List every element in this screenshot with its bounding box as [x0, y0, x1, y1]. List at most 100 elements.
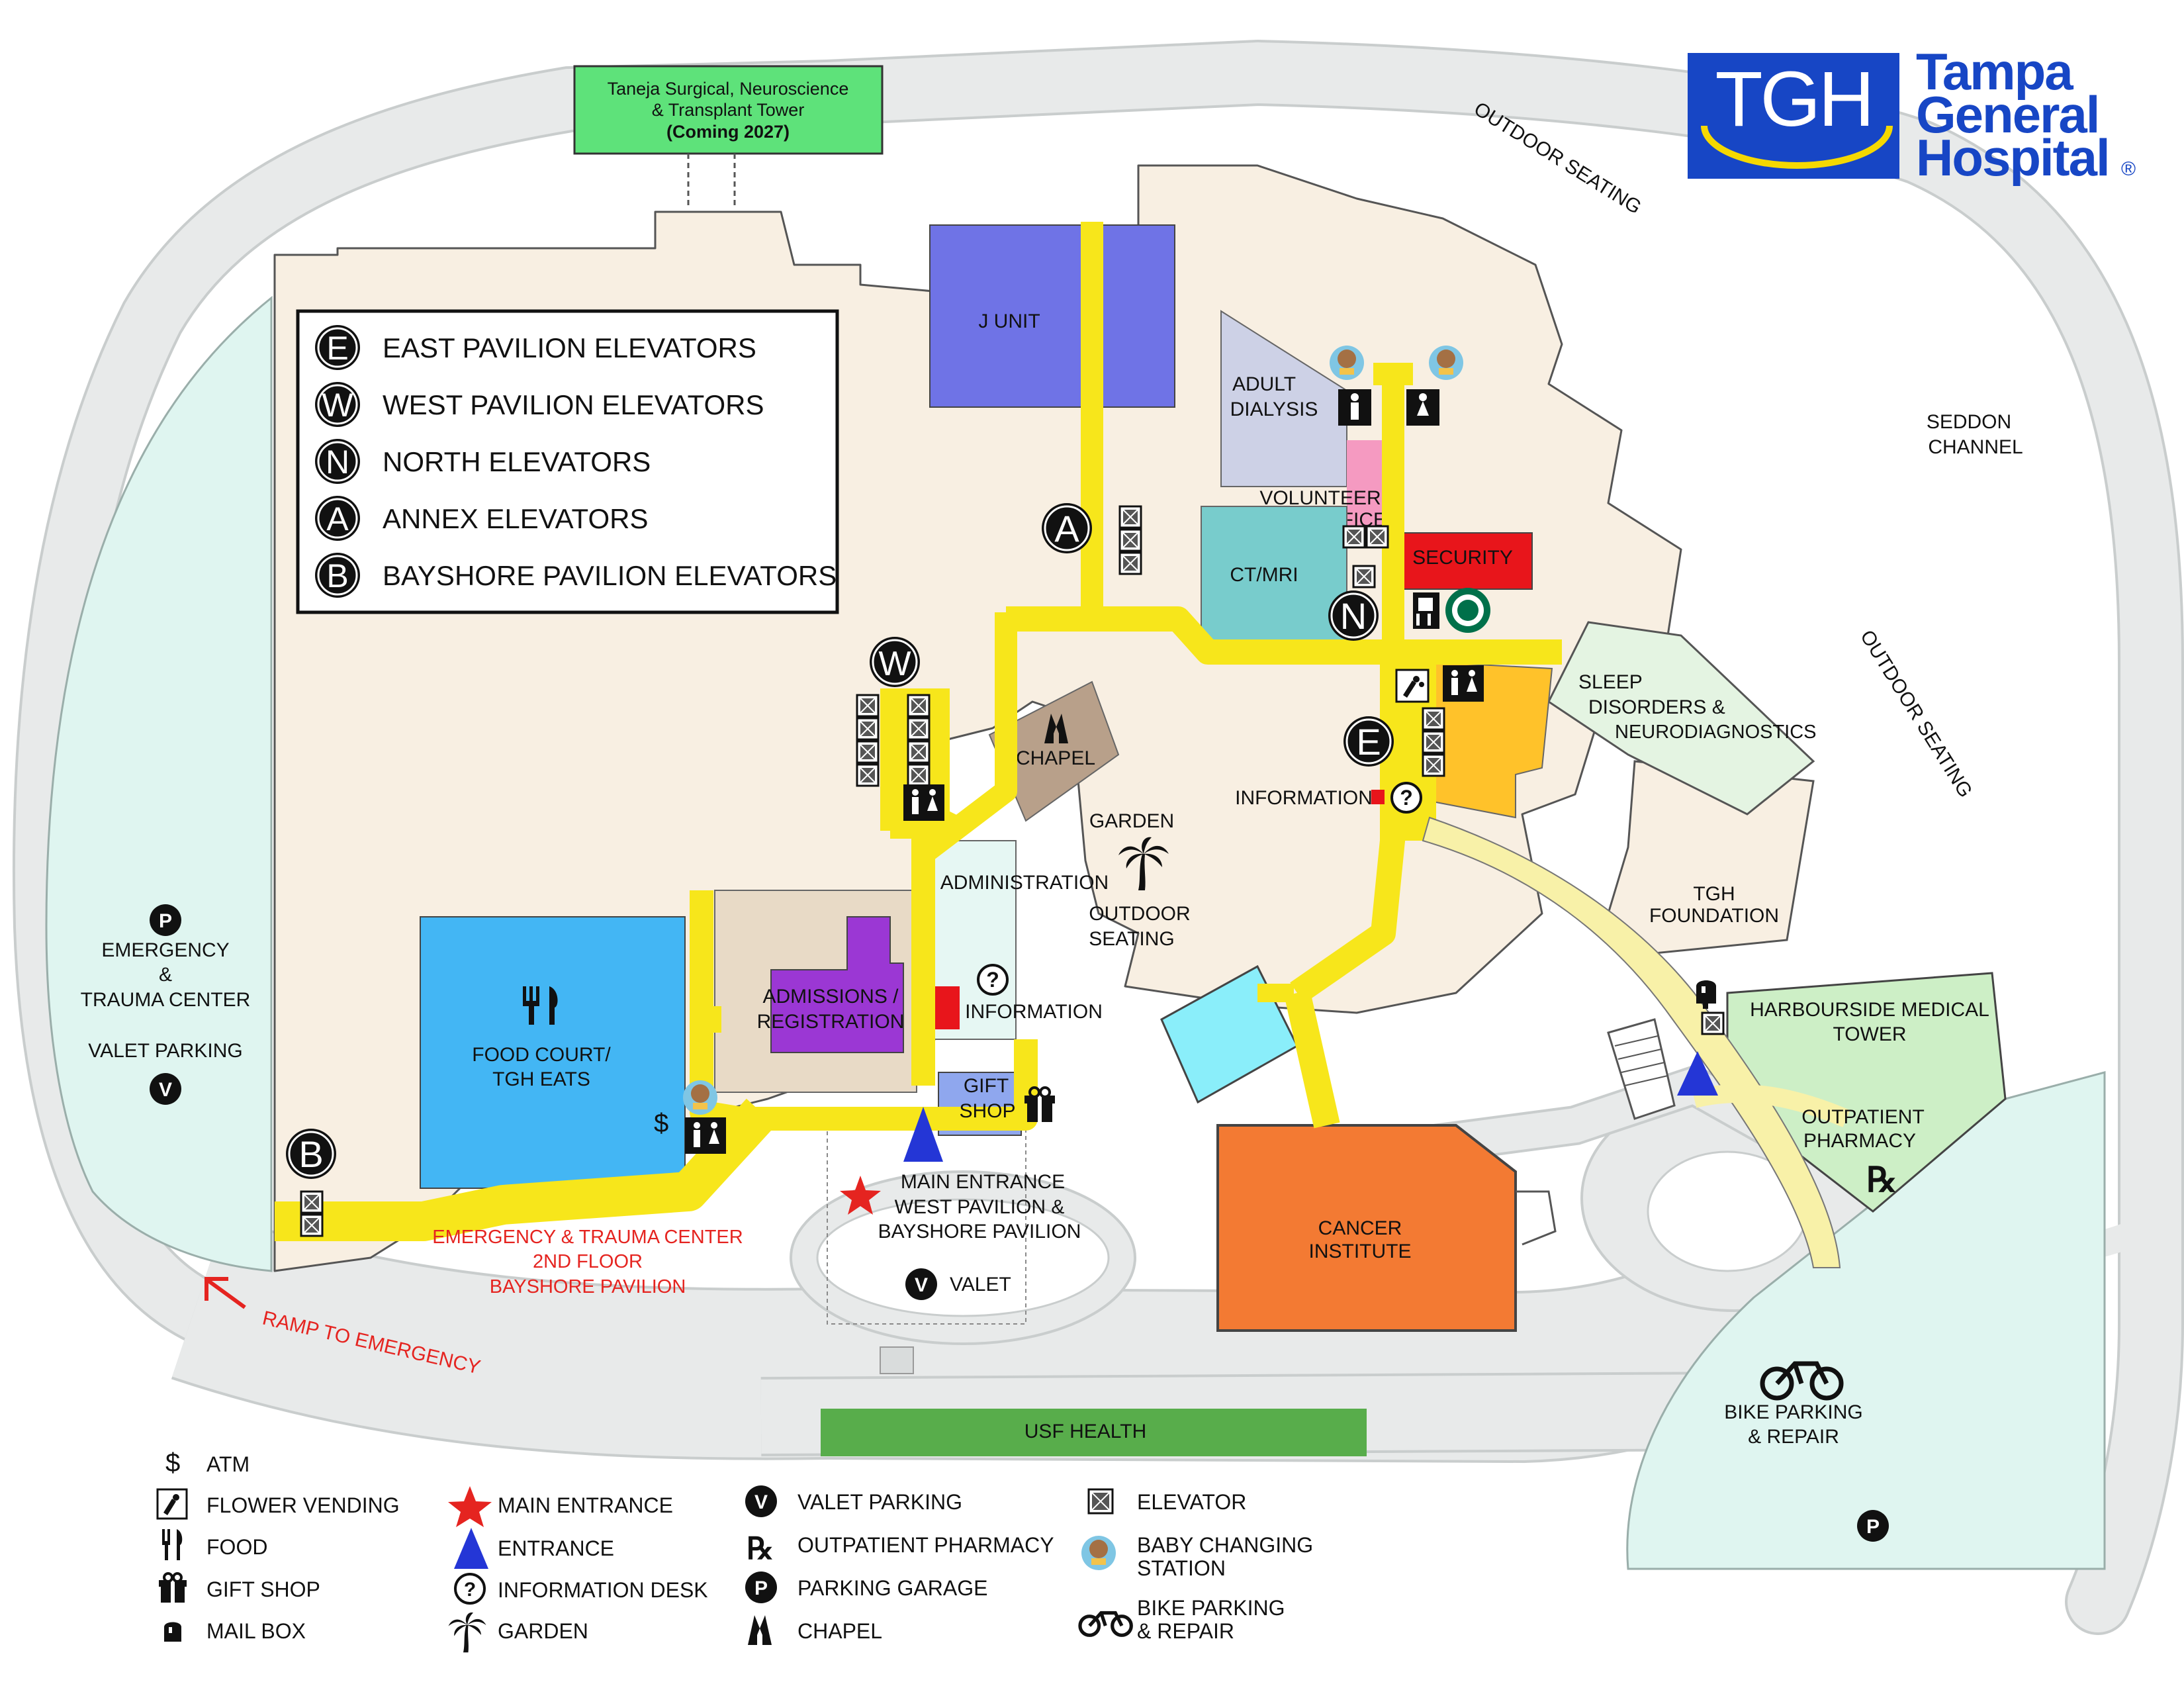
gift-label-1: GIFT [964, 1075, 1009, 1097]
chapel-label: CHAPEL [1016, 747, 1095, 769]
legend-chapel-label: CHAPEL [797, 1619, 882, 1643]
legend-bike-parking-icon [1078, 1611, 1133, 1637]
outpatient-pharmacy-icon: ℞ [1866, 1160, 1897, 1200]
elevator-icon [1352, 565, 1376, 588]
flower-vending-icon [1395, 669, 1430, 703]
information-glyph: ? [1400, 786, 1413, 810]
covered-walkway [1422, 816, 1841, 1268]
admissions-label-2: REGISTRATION [757, 1011, 905, 1033]
tower-line-2: & Transplant Tower [652, 100, 805, 120]
elevator-key-ring [317, 498, 358, 539]
emergency-area [45, 295, 273, 1272]
elevator-icon [856, 763, 880, 787]
j-unit-label: J UNIT [978, 310, 1040, 332]
legend-main-entrance-label: MAIN ENTRANCE [498, 1493, 673, 1517]
food-court [420, 916, 686, 1189]
food-icon [523, 986, 558, 1025]
svg-text:B: B [298, 1133, 323, 1175]
admissions-label-1: ADMISSIONS / [762, 986, 899, 1008]
information-desk-icon[interactable]: ? [977, 964, 1009, 996]
elevator-key-ring [317, 441, 358, 482]
logo-line-3: Hospital [1916, 128, 2109, 187]
svg-text:A: A [1054, 508, 1079, 549]
legend-baby-changing-icon [1081, 1536, 1116, 1570]
elevator-marker-w[interactable]: W [870, 637, 920, 687]
svg-text:W: W [878, 645, 911, 683]
legend-atm-label: ATM [206, 1452, 250, 1476]
bike-parking-icon [1760, 1361, 1844, 1401]
logo-line-2: General [1916, 85, 2099, 144]
restroom-icon [1338, 389, 1371, 426]
food-court-label-2: TGH EATS [492, 1068, 590, 1090]
gift-shop-icon [1024, 1086, 1055, 1122]
elevator-icon [907, 694, 931, 718]
elevator-key-letter: E [326, 330, 348, 367]
ct-mri-label: CT/MRI [1230, 564, 1298, 586]
valet-glyph: V [915, 1274, 928, 1296]
dialysis-label-2: DIALYSIS [1230, 399, 1318, 420]
legend-pharmacy-label: OUTPATIENT PHARMACY [797, 1533, 1054, 1557]
elevator-key-label: BAYSHORE PAVILION ELEVATORS [383, 560, 837, 591]
foundation-label-2: FOUNDATION [1649, 905, 1779, 927]
elevator-icon [1342, 525, 1366, 549]
elevator-key-e-icon [315, 325, 360, 370]
elevator-marker-n[interactable]: N [1328, 590, 1379, 641]
logo-registered: ® [2121, 158, 2136, 180]
information-desk-west [933, 986, 960, 1029]
volunteer-office [1347, 440, 1383, 526]
cancer-institute [1216, 1124, 1557, 1332]
elevator-key-ring [317, 327, 358, 368]
legend-outpatient-pharmacy-icon: ℞ [747, 1530, 774, 1566]
legend-mail-label: MAIL BOX [206, 1619, 306, 1643]
legend-info-label: INFORMATION DESK [498, 1578, 708, 1602]
parking-garage-icon[interactable]: P [1857, 1510, 1889, 1542]
outdoor-seating-right: OUTDOOR SEATING [1856, 626, 1976, 801]
information-west-label: INFORMATION [965, 1001, 1103, 1023]
admissions-registration [770, 916, 904, 1053]
seddon-label-1: SEDDON [1927, 411, 2011, 433]
corridors [275, 222, 1562, 1241]
main-entrance-triangle-icon[interactable] [903, 1107, 943, 1162]
er-note-1: EMERGENCY & TRAUMA CENTER [432, 1227, 743, 1248]
elevator-marker-e[interactable]: E [1343, 716, 1394, 767]
elevator-icon [856, 694, 880, 718]
baby-changing-icon [1330, 346, 1364, 380]
legend-baby-label-2: STATION [1137, 1556, 1226, 1580]
legend-entrance-triangle-icon [454, 1528, 488, 1569]
information-desk-icon[interactable]: ? [1390, 782, 1422, 814]
sleep-label-3: NEURODIAGNOSTICS [1615, 722, 1817, 743]
elevator-marker-a[interactable]: A [1042, 503, 1092, 553]
legend-food-icon [162, 1529, 183, 1560]
main-entrance-star-icon [840, 1176, 881, 1215]
legend-flower-vending-icon [156, 1488, 188, 1520]
legend-garden-label: GARDEN [498, 1619, 588, 1643]
chapel-icon [1044, 714, 1068, 743]
emergency-label-2: & [159, 964, 172, 986]
elevator-key-b-icon [315, 553, 360, 598]
elevator-icon [1422, 753, 1445, 777]
legend-food-label: FOOD [206, 1535, 267, 1559]
legend-parking-label: PARKING GARAGE [797, 1576, 987, 1600]
elevator-key-ring [317, 384, 358, 425]
tgh-logo: TGH Tampa General Hospital ® [1688, 42, 2136, 187]
er-note-2: 2ND FLOOR [533, 1251, 643, 1272]
entrance-triangle-icon[interactable] [1677, 1051, 1718, 1096]
gift-label-2: SHOP [959, 1100, 1015, 1122]
elevator-key-label: WEST PAVILION ELEVATORS [383, 389, 764, 420]
legend-gift-shop-icon [159, 1572, 187, 1603]
valet-parking-icon: V [150, 1073, 181, 1105]
elevator-key [296, 309, 839, 614]
restroom-icon [685, 1117, 726, 1154]
parking-garage-icon[interactable]: P [150, 904, 181, 936]
elevator-marker-b[interactable]: B [286, 1129, 336, 1179]
parking-glyph: P [159, 910, 172, 932]
emergency-label-3: TRAUMA CENTER [81, 989, 251, 1011]
seddon-label-2: CHANNEL [1928, 436, 2023, 458]
coffee-food-icon [1413, 592, 1439, 629]
legend-valet-parking-icon: V [745, 1485, 777, 1517]
parking-glyph: P [1866, 1516, 1880, 1538]
foundation-label-1: TGH [1693, 883, 1735, 905]
atm-map-icon: $ [654, 1109, 668, 1138]
sleep-label-2: DISORDERS & [1588, 696, 1725, 718]
bike-label-1: BIKE PARKING [1724, 1401, 1863, 1423]
